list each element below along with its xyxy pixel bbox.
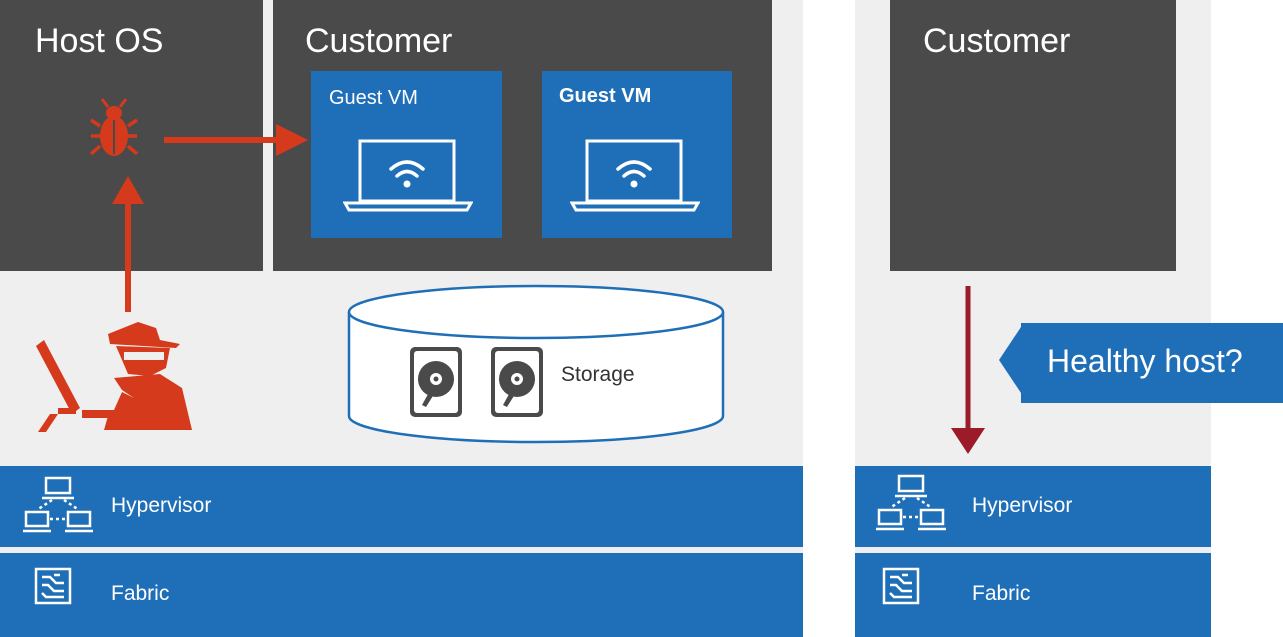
hard-drive-icon [410, 347, 462, 417]
customer-title-right: Customer [923, 22, 1071, 60]
network-nodes-icon [23, 476, 93, 533]
hypervisor-bar-left: Hypervisor [0, 466, 803, 547]
storage-label: Storage [561, 363, 635, 386]
hard-drive-icon [491, 347, 543, 417]
host-os-title: Host OS [35, 22, 164, 60]
guest-vm-1-label: Guest VM [329, 87, 418, 109]
guest-vm-1: Guest VM [311, 71, 502, 238]
fabric-label-right: Fabric [972, 582, 1031, 605]
customer-tile-right: Customer [890, 0, 1176, 271]
fabric-label-left: Fabric [111, 582, 170, 605]
hacker-icon [36, 322, 192, 432]
hypervisor-label-left: Hypervisor [111, 494, 212, 517]
attack-arrow-up [112, 176, 144, 312]
healthy-host-callout: Healthy host? [1021, 323, 1283, 403]
circuit-chip-icon [882, 567, 920, 605]
circuit-chip-icon [34, 567, 72, 605]
fabric-bar-right: Fabric [855, 553, 1211, 637]
hypervisor-label-right: Hypervisor [972, 494, 1073, 517]
bug-icon [90, 98, 138, 156]
customer-title-left: Customer [305, 22, 453, 60]
hypervisor-bar-right: Hypervisor [855, 466, 1211, 547]
guest-vm-2: Guest VM [542, 71, 732, 238]
laptop-wifi-icon [343, 139, 473, 212]
health-check-arrow-down [951, 286, 985, 454]
network-nodes-icon [876, 474, 946, 531]
callout-pointer [999, 324, 1023, 396]
healthy-host-callout-text: Healthy host? [1047, 343, 1243, 379]
guest-vm-2-label: Guest VM [559, 85, 652, 107]
attack-arrow-right [164, 124, 308, 156]
laptop-wifi-icon [570, 139, 700, 212]
fabric-bar-left: Fabric [0, 553, 803, 637]
